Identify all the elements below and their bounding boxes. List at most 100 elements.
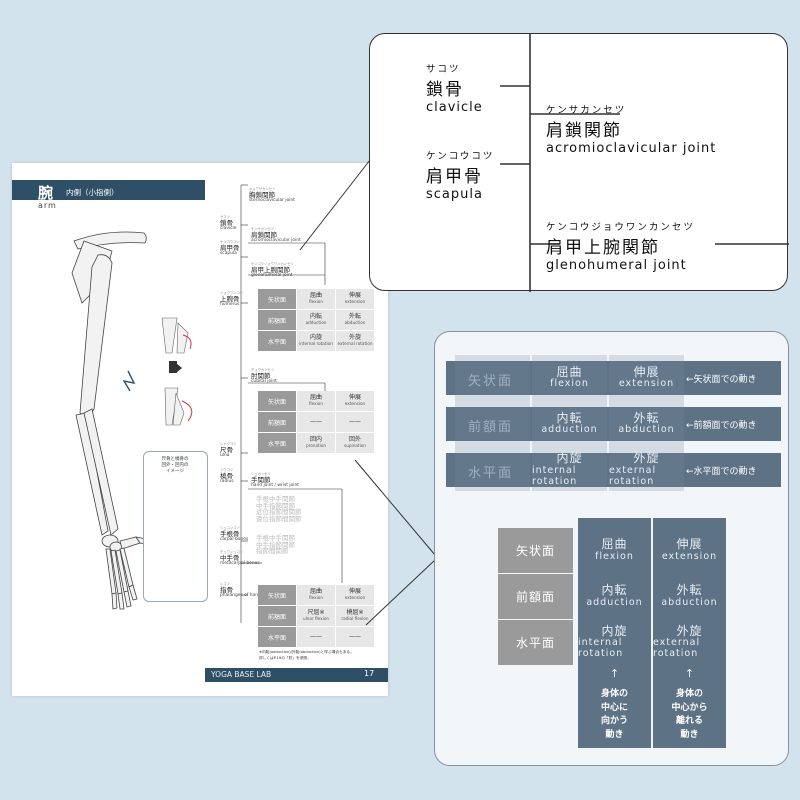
- motion-jp: 内旋: [601, 623, 628, 638]
- footer-brand: YOGA BASE LAB: [211, 670, 272, 679]
- plane-cell: 水平面: [258, 331, 296, 351]
- motion-en: extension: [618, 378, 675, 390]
- page-footer-bar: [205, 668, 388, 682]
- plane-cell: 水平面: [258, 627, 296, 647]
- motion-jp: 屈曲: [556, 364, 583, 379]
- motion-jp: 内旋: [556, 451, 583, 466]
- band-sagittal: [446, 361, 781, 395]
- motion-en: flexion: [595, 550, 634, 562]
- motion-en: internal rotation: [299, 340, 333, 346]
- column-a-note: 身体の 中心に 向かう 動き: [600, 689, 628, 740]
- motion-en: adduction: [305, 319, 327, 325]
- motion-jp: 伸展: [348, 588, 361, 596]
- motion-en: internal rotation: [532, 464, 578, 487]
- motion-en: extension: [344, 594, 366, 600]
- callout-ac-joint: ケンサカンセツ 肩鎖関節 acromioclavicular joint: [546, 105, 717, 156]
- plane-cell: 水平面: [258, 433, 296, 453]
- motion-en: ulnar flexion: [302, 615, 330, 621]
- plane-cell: 矢状面: [258, 391, 296, 411]
- motion-jp: 伸展: [348, 394, 361, 402]
- plane-cell: 前額面: [258, 412, 296, 432]
- label-ulna: シャクコツ 尺骨 ulna: [220, 442, 237, 458]
- motion-jp: 外転: [348, 313, 361, 321]
- motion-jp: 回内: [309, 436, 322, 444]
- page-number: 17: [364, 669, 375, 678]
- label-elbow: チュウカンセツ 肘関節 cubital joint: [251, 368, 277, 384]
- motion-jp: 屈曲: [309, 588, 322, 596]
- motion-jp: 外旋: [633, 451, 660, 466]
- motion-jp: 伸展: [633, 364, 660, 379]
- motion-jp: 屈曲: [309, 394, 322, 402]
- motion-en: abduction: [661, 596, 718, 608]
- label-gh-joint: ケンコウジョウワンカンセツ 肩甲上腕関節 glenohumeral joint: [251, 262, 294, 278]
- motion-cell: ——: [297, 412, 335, 432]
- plane-header: 前額面: [498, 574, 573, 619]
- motion-jp: 伸展: [348, 292, 361, 300]
- label-wrist: シュカンセツ 手関節 hand joint / wrist joint: [251, 472, 299, 488]
- page-subtitle: 内側（小指側）: [66, 188, 119, 197]
- motion-jp: 内転: [309, 313, 322, 321]
- motion-cell: 尺屈※ulnar flexion: [297, 606, 335, 626]
- label-sc-joint: キョウサカンセツ 胸鎖関節 sternoclavicular joint: [249, 187, 295, 203]
- motion-jp: 内転: [556, 410, 583, 425]
- motion-en: external rotation: [337, 340, 373, 346]
- motion-jp: 伸展: [676, 537, 703, 552]
- column-a-bg: [578, 518, 651, 748]
- label-carpal: シュコンコツ 手根骨 carpal bones: [220, 526, 249, 542]
- motion-jp: ——: [310, 632, 322, 640]
- label-clavicle: サコツ 鎖骨 clavicle: [220, 215, 237, 231]
- arrow-up-b: ↑: [684, 667, 695, 680]
- arrow-up-a: ↑: [609, 667, 620, 680]
- motion-en: internal rotation: [578, 637, 624, 660]
- motion-en: flexion: [309, 298, 323, 304]
- column-b-note: 身体の 中心から 離れる 動き: [671, 689, 708, 740]
- motion-en: abduction: [344, 319, 366, 325]
- band-note: ←水平面での動き: [686, 467, 757, 477]
- motion-jp: 尺屈※: [307, 609, 325, 617]
- band-transverse: [446, 453, 781, 487]
- label-radius: トウコツ 橈骨 radius: [220, 468, 234, 484]
- column-b-bg: [653, 518, 726, 748]
- document-page: 腕 内側（小指側） arm YOGA BASE LAB 17: [12, 163, 388, 696]
- plane-cell: 前額面: [258, 310, 296, 330]
- motion-en: extension: [344, 298, 366, 304]
- label-faded-joints-1: 手根中手関節 中手指節関節 近位指節間関節 遠位指節間関節: [256, 495, 302, 523]
- motion-jp: 外転: [676, 583, 703, 598]
- label-metacarpal: チュウシュコツ 中手骨 metacarpal bones: [220, 550, 260, 566]
- motion-jp: 内転: [601, 583, 628, 598]
- label-humerus: ジョウワンコツ 上腕骨 humerus: [220, 291, 244, 307]
- callout-clavicle: サコツ 鎖骨 clavicle: [426, 64, 483, 115]
- motion-jp: 外旋: [676, 623, 703, 638]
- motion-en: abduction: [618, 424, 675, 436]
- motion-en: adduction: [541, 424, 598, 436]
- band-note: ←前額面での動き: [686, 421, 757, 431]
- motion-en: extension: [344, 400, 366, 406]
- band-note: ←矢状面での動き: [686, 375, 757, 385]
- page-header-bar: [12, 180, 205, 200]
- motion-en: flexion: [550, 378, 589, 390]
- plane-header: 水平面: [498, 620, 573, 665]
- pronation-supination-inset: [143, 451, 208, 602]
- motion-en: external rotation: [609, 464, 657, 487]
- motion-cell: ——: [336, 412, 374, 432]
- band-plane-label: 前額面: [468, 420, 514, 435]
